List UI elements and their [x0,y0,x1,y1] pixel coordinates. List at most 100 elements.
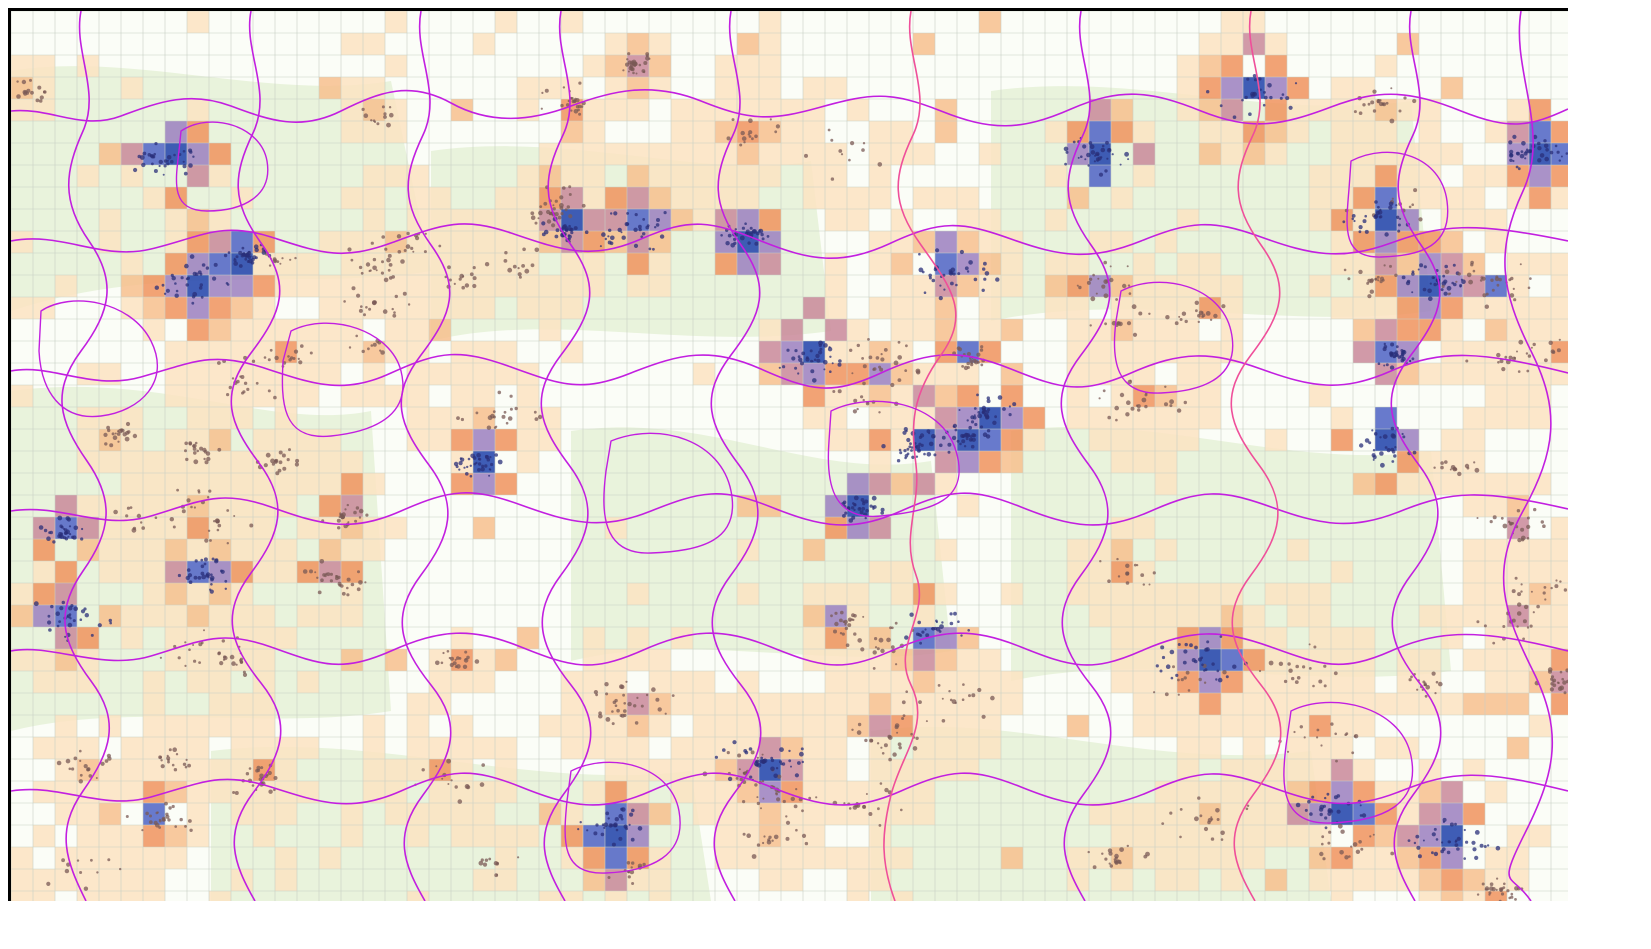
settlement-dot [770,758,775,763]
settlement-dot [1308,643,1311,646]
settlement-dot [947,450,951,454]
density-cell [979,231,1001,253]
settlement-dot [79,871,83,874]
density-cell [187,517,209,539]
settlement-dot [974,360,979,365]
density-cell [341,539,363,561]
settlement-dot [1492,641,1496,645]
settlement-dot [111,432,115,436]
density-cell [1507,869,1529,891]
density-cell [495,363,517,385]
settlement-dot [136,513,142,519]
settlement-dot [447,783,450,785]
density-cell [1309,275,1331,297]
settlement-dot [880,648,885,654]
density-cell [913,473,935,495]
settlement-dot [325,572,328,575]
settlement-dot [955,283,958,287]
density-cell [33,539,55,561]
settlement-dot [1072,140,1076,144]
settlement-dot [1219,635,1223,638]
settlement-dot [902,430,907,435]
settlement-dot [203,562,207,566]
density-cell [363,737,385,759]
density-cell [869,341,891,363]
settlement-dot [489,456,492,459]
settlement-dot [205,572,211,577]
density-cell [737,715,759,737]
settlement-dot [383,115,387,119]
settlement-dot [555,228,560,233]
settlement-dot [1210,837,1215,841]
density-cell [209,363,231,385]
settlement-dot [949,271,953,275]
density-cell [1397,869,1419,891]
settlement-dot [605,811,610,816]
density-cell [759,803,781,825]
density-cell [1485,495,1507,517]
settlement-dot [1428,296,1433,302]
settlement-dot [423,250,427,254]
density-cell [627,165,649,187]
settlement-dot [462,664,468,669]
settlement-dot [1405,281,1411,286]
settlement-dot [227,251,231,254]
density-cell [1155,341,1177,363]
density-cell [759,693,781,715]
settlement-dot [72,535,77,540]
map-canvas[interactable] [11,11,1568,901]
density-cell [1067,341,1089,363]
density-cell [803,605,825,627]
density-cell [385,165,407,187]
settlement-dot [883,743,888,748]
density-cell [231,297,253,319]
density-cell [891,407,913,429]
density-cell [99,363,121,385]
density-cell [979,253,1001,275]
density-cell [319,231,341,253]
density-cell [913,781,935,803]
settlement-dot [801,809,804,813]
density-cell [671,99,693,121]
settlement-dot [1169,811,1173,815]
settlement-dot [1127,379,1133,385]
settlement-dot [823,343,828,348]
density-cell [55,847,77,869]
settlement-dot [1377,205,1380,209]
density-cell [165,209,187,231]
settlement-dot [194,559,198,563]
settlement-dot [1532,611,1535,614]
density-cell [979,143,1001,165]
density-cell [165,275,187,297]
settlement-dot [435,660,440,666]
density-cell [231,737,253,759]
settlement-dot [954,428,958,432]
settlement-dot [910,732,913,736]
settlement-dot [1512,134,1517,139]
settlement-dot [1483,845,1487,848]
settlement-dot [1322,857,1326,861]
density-cell [209,451,231,473]
density-cell [165,825,187,847]
density-cell [1463,539,1485,561]
density-cell [1199,583,1221,605]
density-cell [55,495,77,517]
settlement-dot [968,357,972,360]
settlement-dot [76,859,80,862]
settlement-dot [1128,292,1132,295]
density-cell [759,33,781,55]
density-cell [341,99,363,121]
density-cell [517,77,539,99]
density-cell [957,451,979,473]
density-cell [363,385,385,407]
settlement-dot [207,529,211,532]
density-cell [473,231,495,253]
settlement-dot [610,212,613,215]
density-cell [1243,605,1265,627]
density-cell [77,165,99,187]
settlement-dot [631,861,635,865]
density-cell [187,11,209,33]
settlement-dot [175,753,179,756]
density-cell [341,803,363,825]
settlement-dot [190,505,193,509]
